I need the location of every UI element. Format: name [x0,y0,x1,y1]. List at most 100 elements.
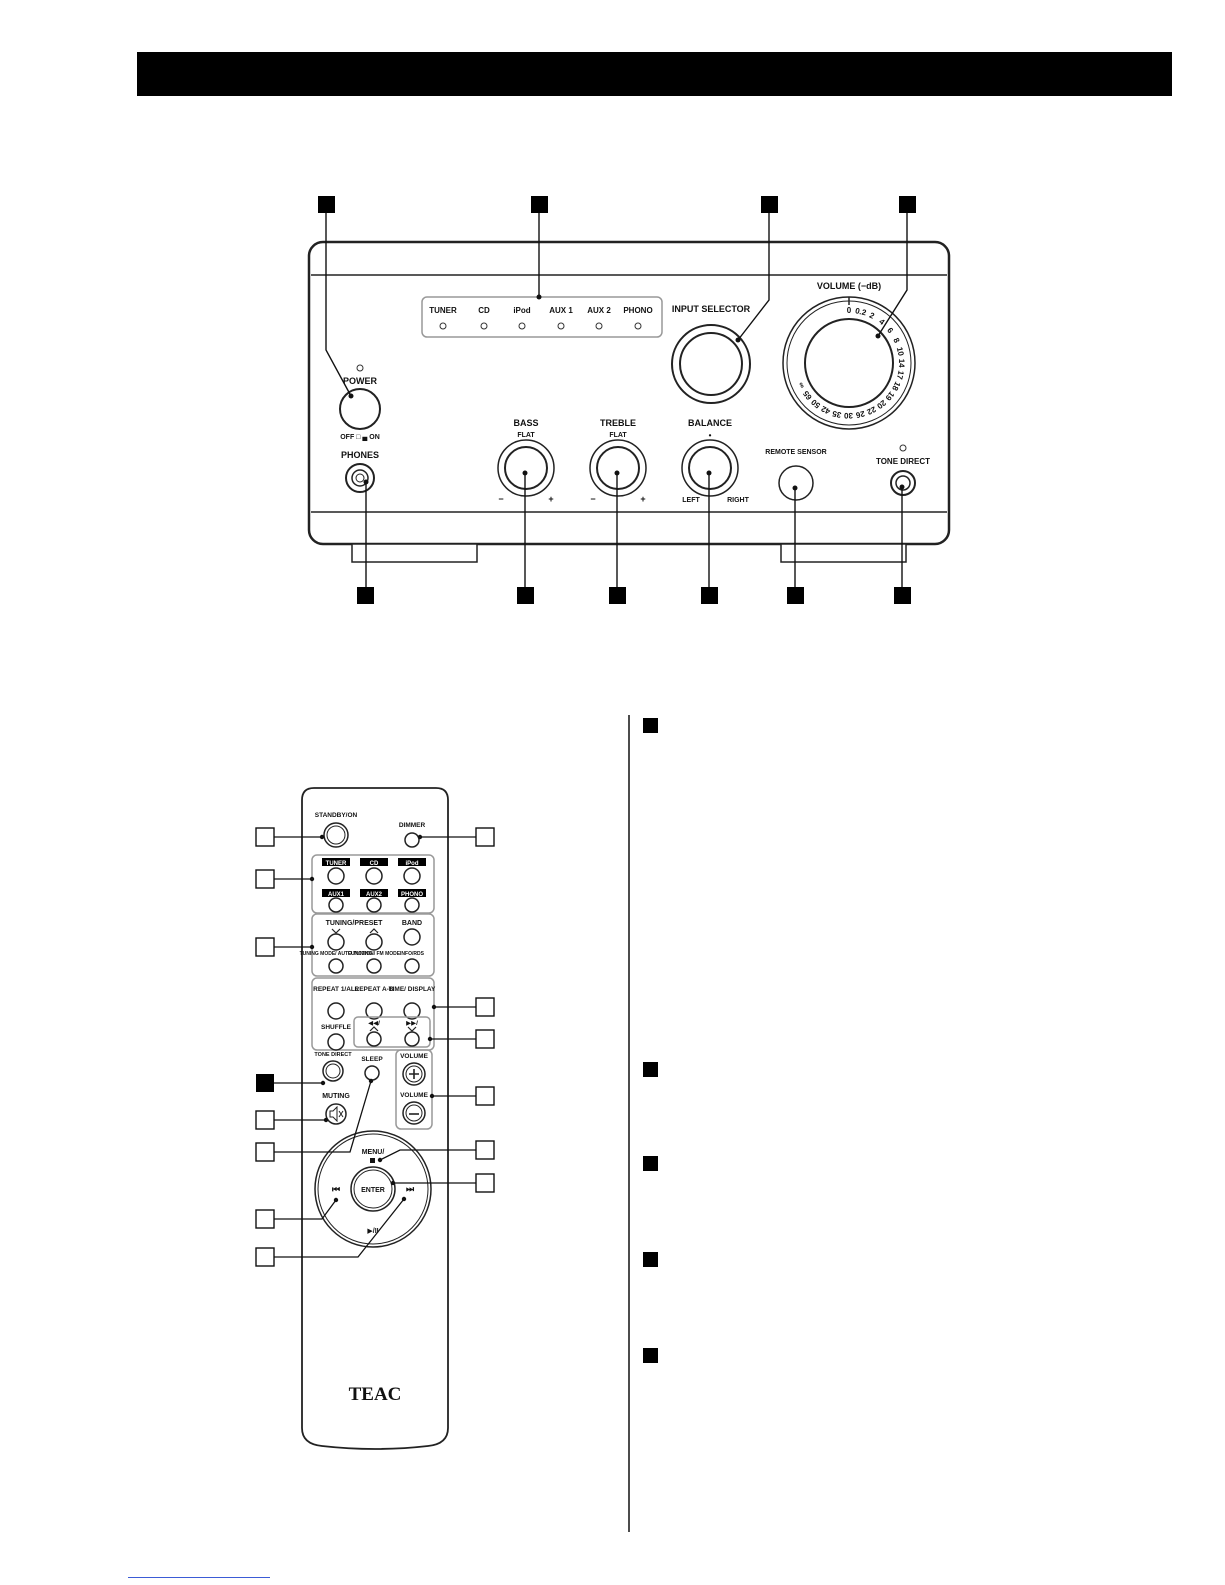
right-foot [780,543,907,563]
callout-badge [475,1173,495,1193]
enter-button[interactable] [350,1166,396,1212]
skip-next-icon[interactable]: ⏭ [406,1184,415,1194]
source-button-group [311,854,435,914]
function-button[interactable] [366,958,382,974]
tuning-down-button[interactable] [327,933,345,951]
bass-flat-label: FLAT [517,432,535,439]
chevron-down-icon [331,928,341,934]
skip-previous-icon[interactable]: ⏮ [332,1184,340,1194]
stop-icon[interactable] [370,1158,375,1163]
svg-text:TUNER: TUNER [429,306,457,315]
callout-badge [531,196,548,213]
jack-icon [355,473,365,483]
callout-badge [255,937,275,957]
remote-tone-direct-label: TONE DIRECT [314,1052,352,1058]
svg-text:ENTER: ENTER [361,1187,385,1194]
description-badge [643,718,658,733]
volume-scale-label: 22 [865,404,877,416]
dimmer-label: DIMMER [399,822,426,829]
callout-badge [255,827,275,847]
volume-scale-label: 6 [885,326,895,336]
svg-text:iPod: iPod [513,306,530,315]
aux2-button[interactable] [366,897,382,913]
leader-line [877,213,908,337]
cd-button[interactable] [365,867,383,885]
callout-badge [255,1209,275,1229]
callout-badge [787,587,804,604]
aux1-button[interactable] [328,897,344,913]
source-aux1-label: AUX1 [328,892,345,898]
phono-button[interactable] [404,897,420,913]
callout-badge-filled [256,1074,274,1092]
tuning-mode-button[interactable] [328,958,344,974]
bass-knob[interactable] [504,446,548,490]
info-rds-button[interactable] [404,958,420,974]
footer-link-underline[interactable] [128,1577,270,1578]
chevron-down-icon [407,1026,417,1032]
callout-badge [517,587,534,604]
description-badge [643,1062,658,1077]
time-display-button[interactable] [403,1002,421,1020]
rewind-button[interactable] [366,1031,382,1047]
phones-label: PHONES [341,450,379,460]
balance-knob[interactable] [688,446,732,490]
volume-scale-label: 0 [847,306,852,315]
muting-button[interactable] [325,1103,347,1125]
volume-scale-label: 42 [819,404,831,416]
info-rds-label: INFO/RDS [400,951,425,957]
sleep-button[interactable] [364,1065,380,1081]
led-icon [634,322,642,330]
ipod-button[interactable] [403,867,421,885]
volume-scale-label: 18 [890,380,902,392]
chevron-up-icon [369,1026,379,1032]
repeat-all-button[interactable] [327,1002,345,1020]
volume-scale-label: 8 [891,336,901,344]
rewind-label: ◀◀/ [368,1020,380,1027]
band-label: BAND [402,920,422,927]
callout-badge [255,869,275,889]
shuffle-button[interactable] [327,1033,345,1051]
menu-label: MENU/ [362,1149,385,1156]
volume-scale-label: 30 [843,411,853,420]
band-button[interactable] [403,928,421,946]
standby-button[interactable] [323,822,349,848]
input-led-tuner: TUNER [429,306,457,330]
volume-scale-label: 17 [895,370,906,381]
led-icon [518,322,526,330]
tuning-preset-label: TUNING/PRESET [326,920,384,927]
skip-button-group [353,1016,431,1048]
input-selector-knob[interactable] [679,332,743,396]
fast-forward-button[interactable] [404,1031,420,1047]
plus-icon [409,1069,419,1079]
tuner-button[interactable] [327,867,345,885]
input-led-cd: CD [478,306,490,330]
svg-text:−: − [498,494,503,504]
repeat-ab-button[interactable] [365,1002,383,1020]
svg-text:LEFT: LEFT [682,497,700,504]
source-cd-label: CD [370,861,379,867]
callout-badge [475,827,495,847]
sleep-label: SLEEP [361,1056,383,1063]
callout-badge [894,587,911,604]
dimmer-button[interactable] [404,832,420,848]
repeat-all-label: REPEAT 1/ALL [313,986,359,993]
section-header-bar [137,52,1172,96]
power-button[interactable] [339,388,381,430]
callout-badge [255,1142,275,1162]
volume-knob[interactable] [804,318,894,408]
tuning-up-button[interactable] [365,933,383,951]
callout-badge [475,1029,495,1049]
treble-knob[interactable] [596,446,640,490]
svg-text:PHONO: PHONO [623,306,652,315]
volume-scale-label: 0.2 [854,306,867,317]
tone-direct-led-icon [899,444,907,452]
callout-badge [255,1247,275,1267]
callout-badge [609,587,626,604]
play-pause-icon[interactable]: ▶/II [367,1228,378,1235]
volume-down-label: VOLUME [400,1092,428,1099]
callout-badge [475,1140,495,1160]
callout-badge [357,587,374,604]
svg-text:+: + [548,494,553,504]
left-foot [351,543,478,563]
